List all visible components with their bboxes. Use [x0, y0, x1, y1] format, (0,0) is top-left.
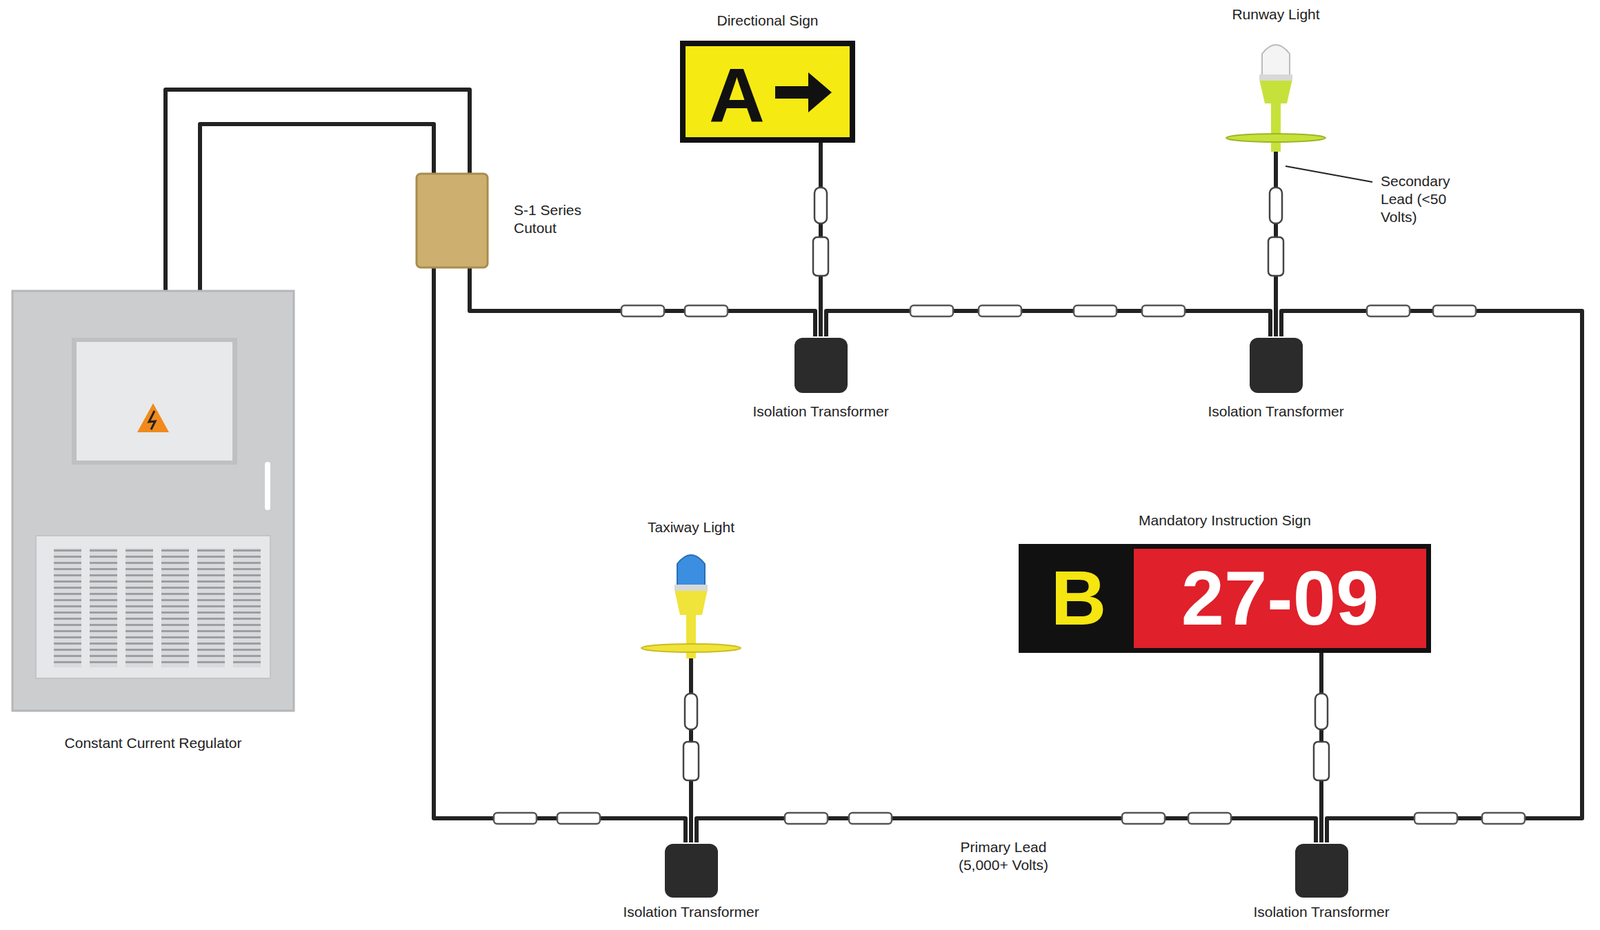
heading-label: Directional Sign — [716, 11, 818, 30]
wire — [433, 267, 686, 843]
part-label: S-1 Series Cutout — [513, 201, 590, 238]
wire-line — [433, 267, 686, 843]
wire-line — [469, 267, 816, 337]
edge-label: Primary Lead (5,000+ Volts) — [944, 838, 1063, 875]
sign-text: 27-09 — [1181, 560, 1379, 638]
series-cutout: S-1 Series Cutout — [416, 173, 488, 268]
isolation-transformer: Isolation Transformer — [744, 336, 897, 421]
leader-line — [1285, 166, 1373, 183]
regulator-cabinet — [12, 291, 294, 712]
part-label: Isolation Transformer — [1207, 402, 1344, 421]
regulator: Constant Current Regulator — [12, 291, 294, 712]
heading-label: Taxiway Light — [647, 518, 735, 537]
secondary-plug — [683, 187, 1329, 781]
runway-light-fixture — [1226, 44, 1326, 152]
isolation-transformer: Isolation Transformer — [1245, 842, 1398, 922]
light-fixture: Taxiway Light — [628, 518, 754, 659]
sign-letter: B — [1051, 560, 1107, 638]
mandatory-sign: B27-09Mandatory Instruction Sign — [1018, 544, 1432, 654]
part-label: Constant Current Regulator — [64, 734, 243, 753]
wire — [200, 124, 434, 292]
light-fixture: Runway Light — [1213, 5, 1338, 152]
wire — [469, 267, 816, 337]
wire-line — [826, 311, 1271, 337]
directional-sign: Directional SignA — [680, 40, 856, 143]
sign-letter: A — [708, 57, 765, 135]
taxiway-light-fixture — [641, 555, 741, 659]
callout-label: Secondary Lead (<50 Volts) — [1380, 172, 1478, 227]
inline-connector — [493, 305, 1525, 825]
cutout-box — [416, 173, 488, 268]
part-label: Isolation Transformer — [752, 402, 889, 421]
heading-label: Mandatory Instruction Sign — [1138, 511, 1312, 530]
wire — [826, 311, 1271, 337]
sign-cell: B — [1023, 548, 1134, 649]
heading-label: Runway Light — [1231, 5, 1320, 24]
isolation-transformer: Isolation Transformer — [1200, 336, 1352, 421]
part-label: Isolation Transformer — [1253, 903, 1389, 922]
sign-cell: 27-09 — [1133, 548, 1427, 649]
isolation-transformer: Isolation Transformer — [615, 842, 767, 922]
part-label: Isolation Transformer — [622, 903, 759, 922]
wire-line — [200, 124, 434, 292]
arrow-symbol — [772, 68, 835, 117]
